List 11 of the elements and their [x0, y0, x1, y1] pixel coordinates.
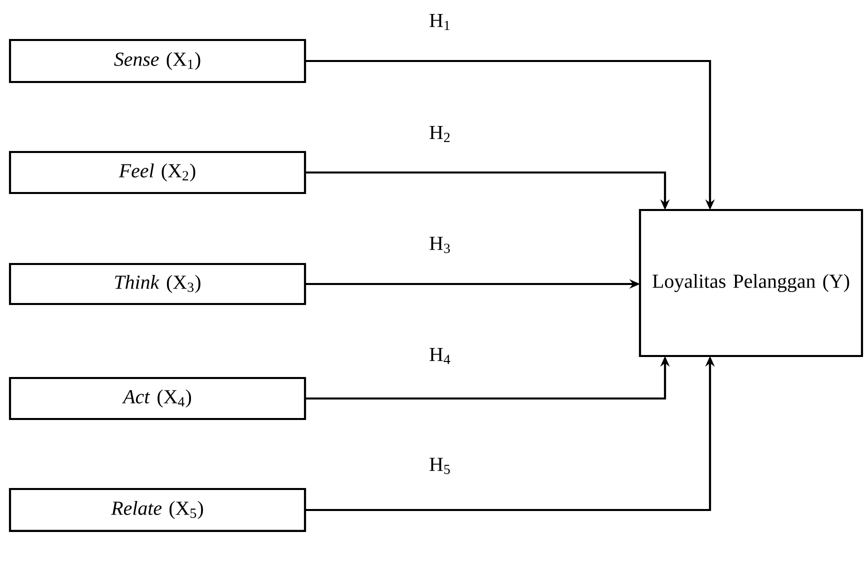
box: Think (X$_{3}$) — [8, 262, 306, 306]
box: Loyalitas Pelanggan (Y) — [638, 208, 864, 358]
edge-label: H$_{3}$ — [430, 236, 450, 254]
box: Sense (X$_{1}$) — [8, 38, 306, 84]
edge-label: H$_{5}$ — [430, 458, 450, 474]
box: Relate (X$_{5}$) — [8, 488, 306, 532]
box: Feel (X$_{2}$) — [8, 150, 306, 194]
edge-label: H$_{4}$ — [430, 348, 450, 364]
edge-label: H$_{2}$ — [430, 126, 450, 142]
box: Act (X$_{4}$) — [8, 376, 306, 420]
edge-label: H$_{1}$ — [430, 14, 450, 30]
